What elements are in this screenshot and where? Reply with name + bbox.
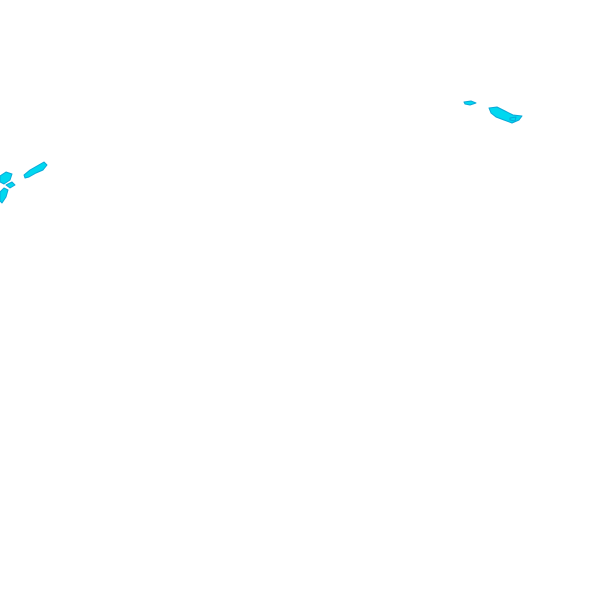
echo-cluster-left [0,161,48,204]
echo-blob-right-3 [509,116,517,122]
echo-blob-left-2 [0,187,9,204]
echo-blob-left-4 [5,181,16,189]
echo-cluster-right [463,100,523,124]
echo-blob-right-1 [463,100,477,106]
echo-blob-left-3 [23,161,48,179]
echo-blob-left-1 [0,171,13,185]
